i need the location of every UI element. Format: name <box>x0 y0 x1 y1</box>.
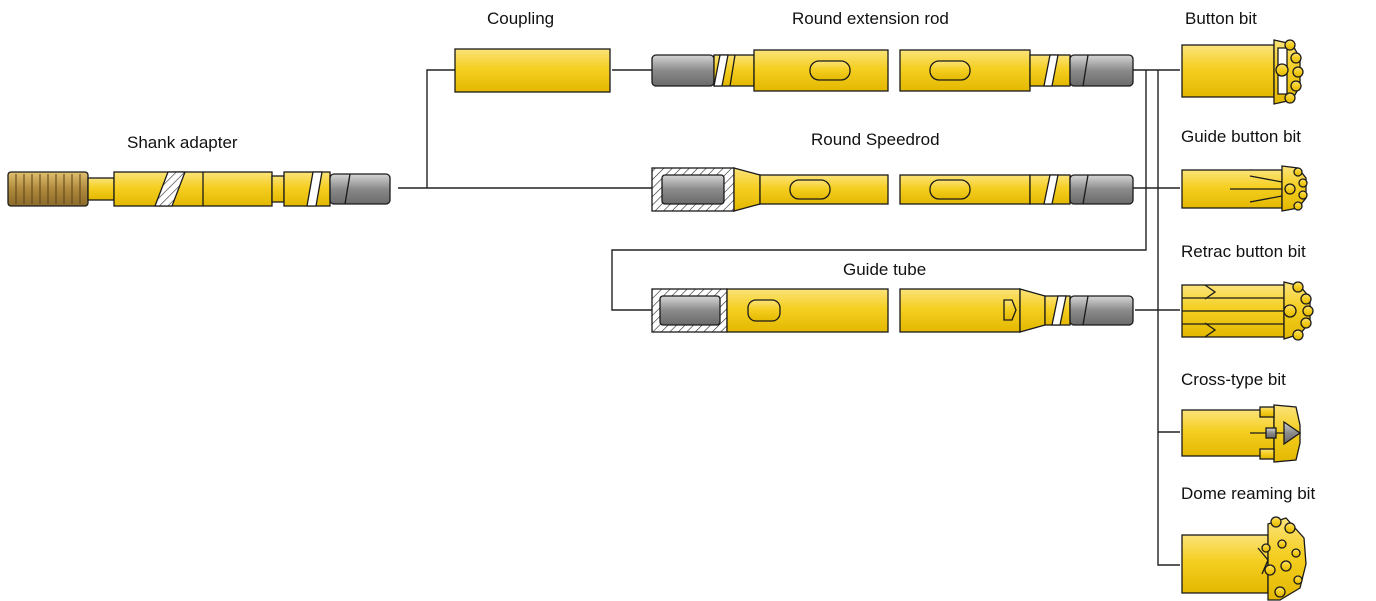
shank-adapter-label: Shank adapter <box>127 133 238 152</box>
coupling <box>454 48 611 93</box>
cross-type-bit-label: Cross-type bit <box>1181 370 1286 389</box>
round-speedrod-label: Round Speedrod <box>811 130 940 149</box>
guide-tube <box>651 288 1134 333</box>
button-bit-label: Button bit <box>1185 9 1257 28</box>
coupling-label: Coupling <box>487 9 555 28</box>
button-bit <box>1181 39 1304 105</box>
retrac-button-bit-label: Retrac button bit <box>1181 242 1306 261</box>
dome-reaming-bit-label: Dome reaming bit <box>1181 484 1316 503</box>
round-speedrod <box>651 167 1134 212</box>
retrac-button-bit <box>1181 281 1314 341</box>
connector-lines <box>398 69 1180 566</box>
dome-reaming-bit <box>1181 516 1307 601</box>
shank-adapter <box>7 171 391 207</box>
guide-button-bit-label: Guide button bit <box>1181 127 1302 146</box>
round-extension-rod-label: Round extension rod <box>792 9 949 28</box>
guide-button-bit <box>1181 165 1308 212</box>
cross-type-bit <box>1181 404 1302 463</box>
round-extension-rod <box>651 49 1134 92</box>
guide-tube-label: Guide tube <box>843 260 927 279</box>
